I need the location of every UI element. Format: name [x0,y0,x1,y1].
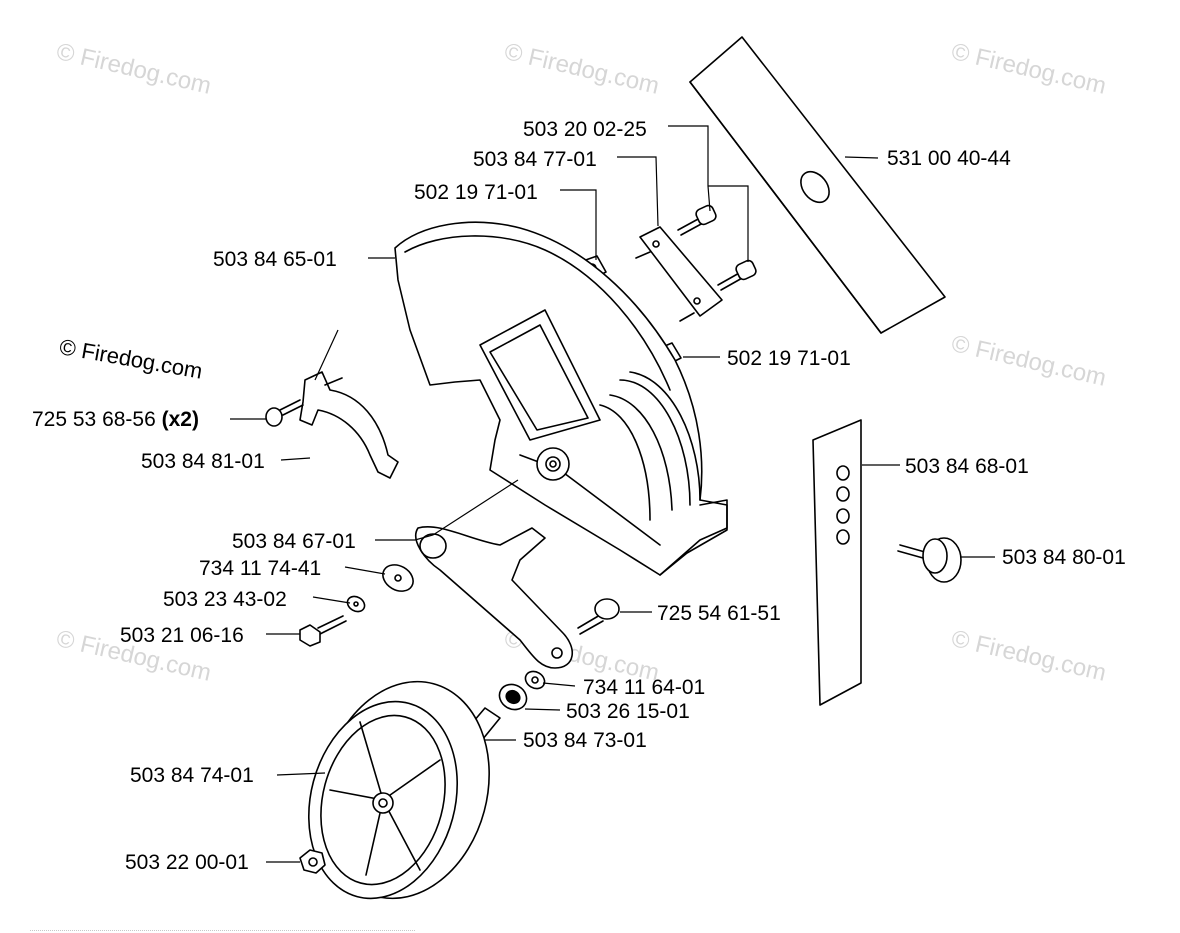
part-label-503-84-68-01: 503 84 68-01 [905,455,1029,478]
part-label-725-54-61-51: 725 54 61-51 [657,602,781,625]
part-label-503-84-67-01: 503 84 67-01 [232,530,356,553]
washer-part [346,564,414,613]
quantity: (x2) [161,408,199,431]
part-label-503-84-81-01: 503 84 81-01 [141,450,265,473]
bearing-part [498,683,528,711]
part-label-503-23-43-02: 503 23 43-02 [163,588,287,611]
blade-part [689,36,946,334]
plate-part [812,419,862,706]
screw-part [677,204,757,291]
part-label-734-11-64-01: 734 11 64-01 [583,676,706,699]
part-label-503-84-77-01: 503 84 77-01 [473,148,597,171]
part-number: 725 53 68-56 [32,408,156,431]
washer-part [524,670,546,690]
bolt-part [299,615,347,647]
part-label-503-84-65-01: 503 84 65-01 [213,248,337,271]
part-label-725-53-68-56: 725 53 68-56 (x2) [32,408,199,432]
nut-part [299,849,326,874]
screw-part [265,399,304,427]
part-label-503-84-73-01: 503 84 73-01 [523,729,647,752]
clamp-plate-part [635,226,723,322]
wheel-part [307,680,490,900]
part-label-503-84-74-01: 503 84 74-01 [130,764,254,787]
knob-part [897,537,962,583]
dotted-separator [30,930,415,931]
part-label-531-00-40-44: 531 00 40-44 [887,147,1011,170]
blade-guard-part [394,221,728,576]
leader-lines [230,125,995,863]
arm-part [415,526,573,669]
screw-part [577,598,620,635]
part-label-503-26-15-01: 503 26 15-01 [566,700,690,723]
part-label-502-19-71-01-lower: 502 19 71-01 [727,347,851,370]
clamp-part [299,371,399,479]
part-label-503-20-02-25: 503 20 02-25 [523,118,647,141]
part-label-503-22-00-01: 503 22 00-01 [125,851,249,874]
part-label-503-84-80-01: 503 84 80-01 [1002,546,1126,569]
part-label-503-21-06-16: 503 21 06-16 [120,624,244,647]
part-label-734-11-74-41: 734 11 74-41 [199,557,322,580]
part-label-502-19-71-01: 502 19 71-01 [414,181,538,204]
